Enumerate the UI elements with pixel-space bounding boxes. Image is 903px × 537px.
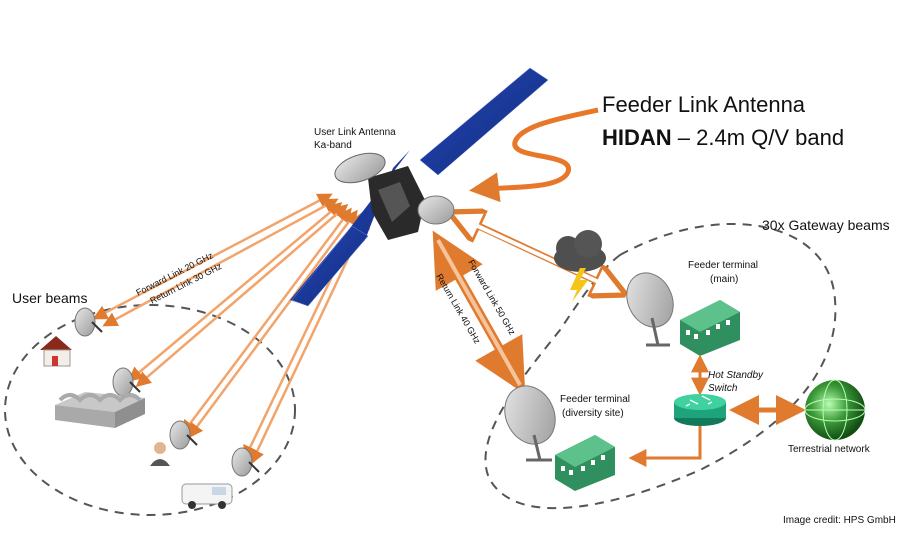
user-beams-label: User beams bbox=[12, 290, 87, 306]
person-icon bbox=[150, 442, 170, 466]
building-icon bbox=[680, 300, 740, 356]
satellite-icon bbox=[290, 67, 549, 307]
user-beams-area bbox=[4, 304, 296, 516]
feeder-link-antenna-title: Feeder Link Antenna bbox=[602, 92, 806, 117]
feeder-diversity-label: Feeder terminal bbox=[560, 394, 630, 405]
hot-standby-label: Hot Standby bbox=[708, 370, 764, 381]
cloud-lightning-icon bbox=[554, 230, 606, 302]
user-link-arrows bbox=[92, 193, 370, 465]
hidan-subtitle: HIDAN – 2.4m Q/V band bbox=[602, 125, 844, 150]
gateway-beams-area bbox=[484, 222, 837, 510]
dish-icon bbox=[504, 385, 556, 462]
gateway-beams-label: 30x Gateway beams bbox=[762, 217, 890, 233]
user-link-antenna-band: Ka-band bbox=[314, 140, 352, 151]
feeder-antenna-pointer bbox=[469, 107, 599, 203]
feeder-main-label: Feeder terminal bbox=[688, 260, 758, 271]
warehouse-icon bbox=[55, 392, 145, 428]
feeder-main-sub: (main) bbox=[710, 274, 738, 285]
terrestrial-network-label: Terrestrial network bbox=[788, 444, 871, 455]
router-icon bbox=[674, 394, 726, 426]
van-icon bbox=[181, 483, 233, 509]
user-link-antenna-label: User Link Antenna bbox=[314, 127, 396, 138]
feeder-diversity-sub: (diversity site) bbox=[562, 408, 624, 419]
house-icon bbox=[40, 336, 72, 367]
hot-standby-sub: Switch bbox=[708, 383, 738, 394]
globe-icon bbox=[804, 379, 866, 441]
user-dish-icon bbox=[74, 307, 260, 477]
dish-icon bbox=[626, 272, 674, 347]
switch-connections bbox=[628, 354, 806, 467]
building-icon bbox=[555, 435, 615, 491]
image-credit: Image credit: HPS GmbH bbox=[783, 515, 896, 526]
